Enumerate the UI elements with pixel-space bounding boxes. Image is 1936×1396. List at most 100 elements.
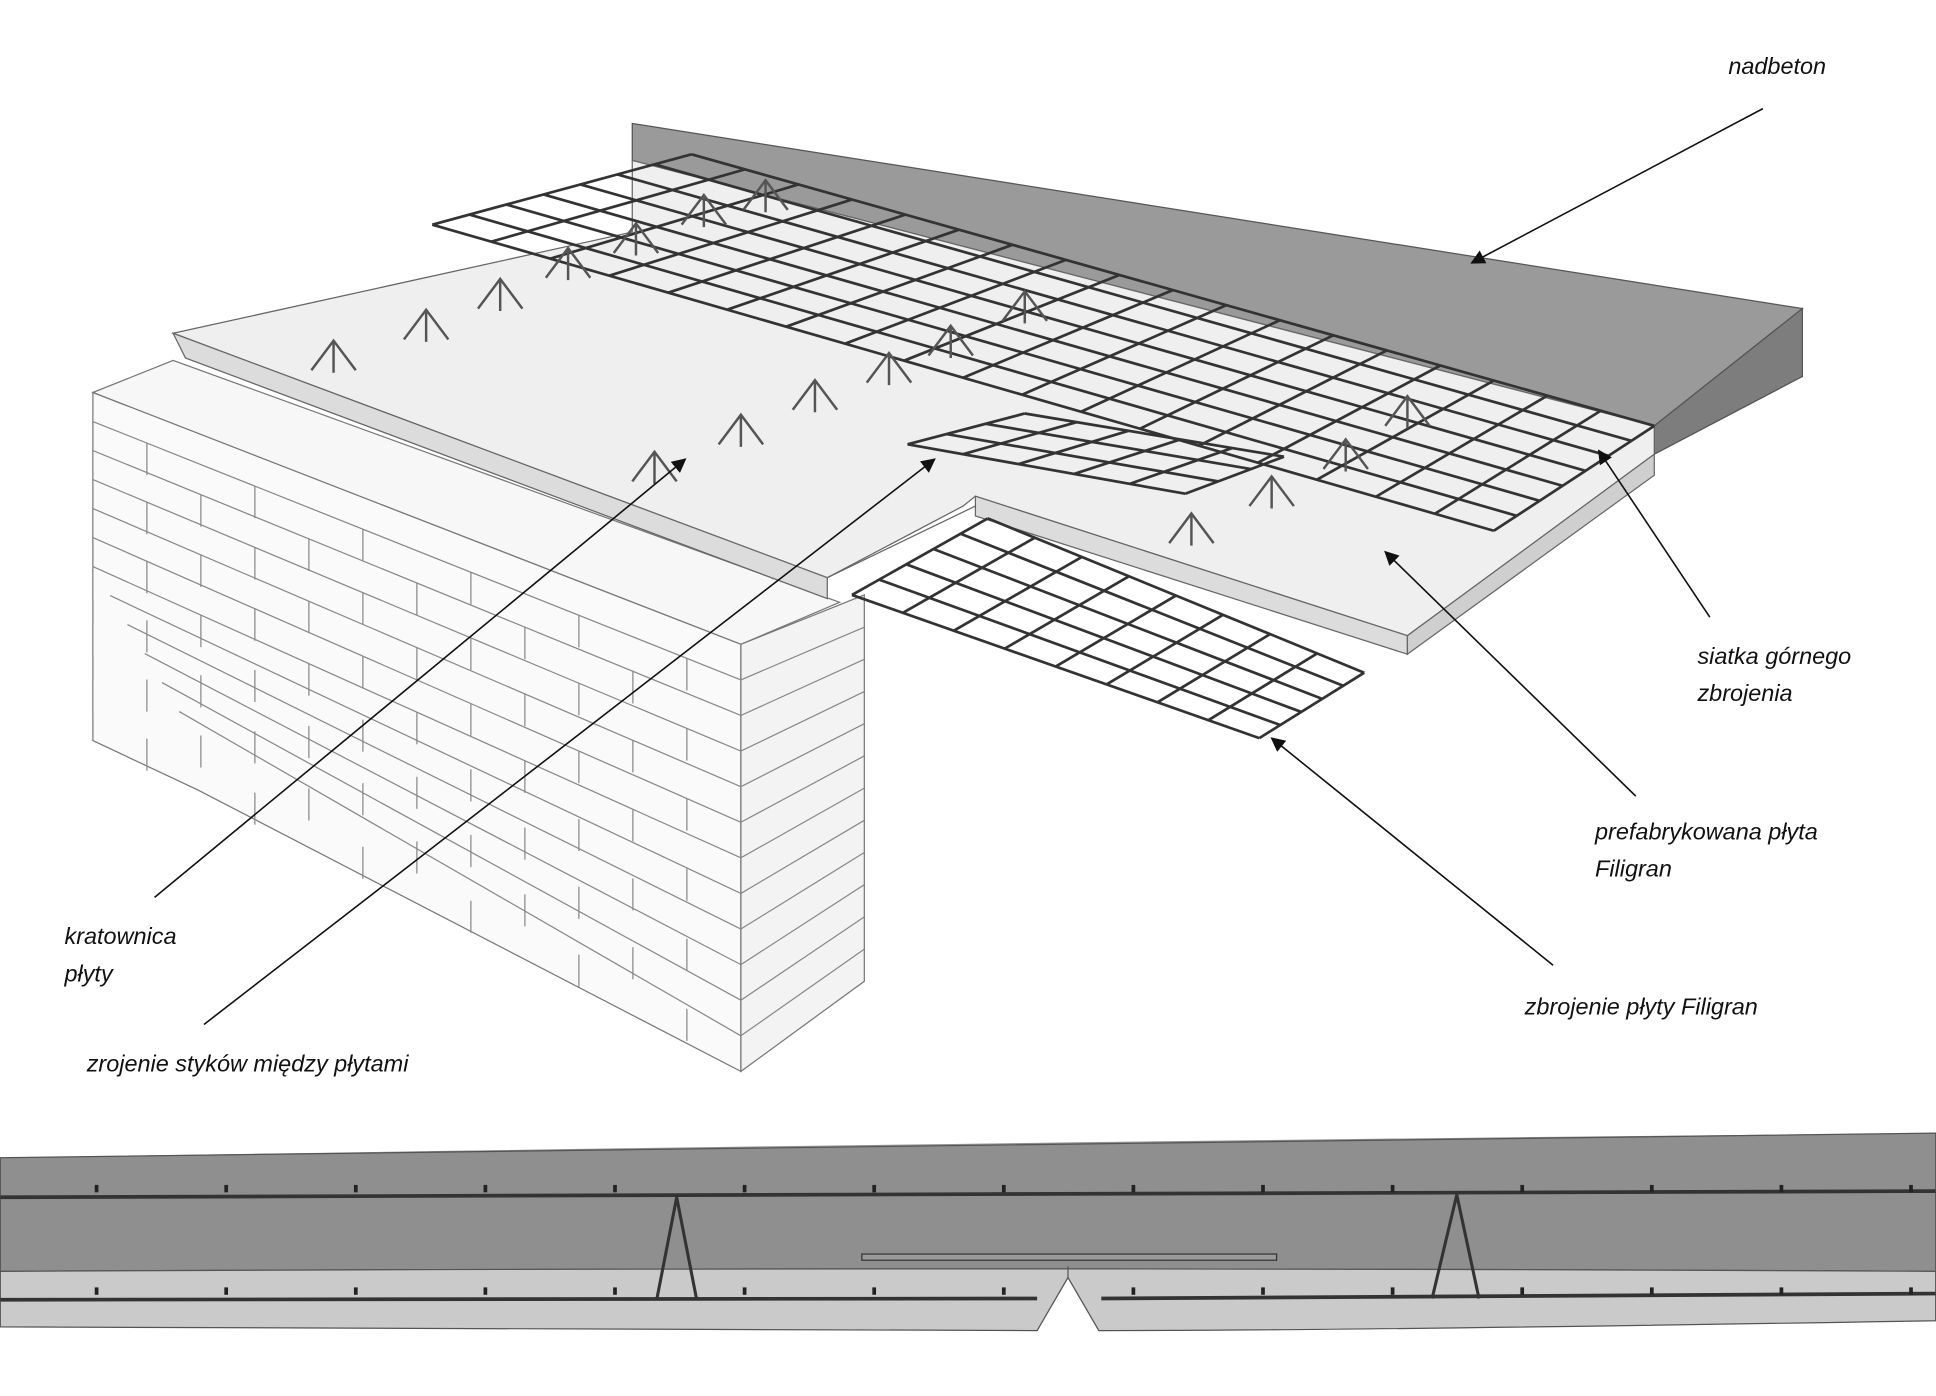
mesh-bar bbox=[905, 563, 1302, 714]
rebar-cross-section bbox=[1779, 1287, 1784, 1295]
mesh-bar bbox=[1258, 671, 1365, 740]
lattice-girder-mark bbox=[1001, 289, 1048, 324]
brick-course bbox=[109, 594, 742, 894]
rebar-cross-section bbox=[872, 1184, 877, 1193]
arrow-prefab bbox=[1384, 550, 1637, 797]
mesh-bar bbox=[903, 273, 1120, 362]
lattice-girder-mark bbox=[742, 178, 789, 213]
lattice-girders bbox=[310, 178, 1431, 546]
lattice-girder-mark bbox=[476, 276, 524, 312]
mesh-bar bbox=[1375, 394, 1548, 498]
mesh-bar bbox=[1073, 438, 1181, 476]
lattice-girder-mark bbox=[402, 307, 450, 342]
brick-course bbox=[740, 658, 865, 717]
mesh-bar bbox=[985, 422, 1252, 471]
arrow-zbrojenie bbox=[1270, 737, 1554, 966]
brick-course bbox=[740, 916, 865, 1001]
rebar-cross-section bbox=[1390, 1184, 1395, 1193]
mesh-bar bbox=[654, 163, 1632, 443]
label-prefab-1: prefabrykowana płyta bbox=[1594, 818, 1818, 844]
rebar-cross-section bbox=[224, 1287, 229, 1295]
rebar-cross-section bbox=[1649, 1184, 1654, 1193]
lattice-girder-mark bbox=[1248, 474, 1295, 509]
brick-course bbox=[127, 624, 742, 930]
rebar-cross-section bbox=[353, 1287, 358, 1295]
arrow-styki bbox=[203, 458, 936, 1026]
brick-wall bbox=[91, 359, 865, 1073]
mesh-bar bbox=[962, 288, 1174, 379]
arrow-nadbeton bbox=[1470, 107, 1764, 264]
mesh-bar bbox=[617, 173, 1609, 458]
mesh-bar bbox=[549, 183, 799, 260]
reinforcement-meshes bbox=[431, 152, 1656, 740]
mesh-bar bbox=[851, 593, 1260, 740]
brick-course bbox=[740, 787, 865, 859]
rebar-cross-section bbox=[1649, 1287, 1654, 1295]
label-kratownica-1: kratownica bbox=[64, 923, 176, 949]
mesh-bar bbox=[946, 432, 1219, 483]
lattice-girder-mark bbox=[865, 350, 913, 386]
rebar-cross-section bbox=[1390, 1287, 1395, 1295]
brick-course bbox=[740, 626, 865, 681]
lattice-girder-mark bbox=[717, 412, 765, 447]
mesh-bar bbox=[987, 517, 1365, 674]
mesh-bar bbox=[1156, 632, 1271, 704]
mesh-bar bbox=[960, 532, 1344, 688]
mesh-bar bbox=[962, 420, 1077, 456]
mesh-bar bbox=[691, 152, 1655, 428]
rebar-cross-section bbox=[1131, 1184, 1136, 1193]
brick-course bbox=[740, 884, 865, 966]
rebar-cross-section bbox=[94, 1287, 99, 1295]
mesh-bar bbox=[1018, 429, 1129, 466]
label-kratownica-2: płyty bbox=[63, 960, 113, 986]
mesh-bar bbox=[1434, 409, 1602, 515]
lattice-girder-mark bbox=[927, 323, 974, 358]
mesh-bar bbox=[505, 203, 1541, 503]
label-styki: zrojenie styków między płytami bbox=[86, 1050, 410, 1076]
lattice-girder-mark bbox=[680, 192, 728, 228]
lattice-girder-mark bbox=[310, 338, 357, 373]
rebar-cross-section bbox=[1001, 1184, 1006, 1193]
brick-course bbox=[144, 653, 742, 966]
mesh-bar bbox=[1493, 424, 1656, 532]
mesh-bar bbox=[785, 243, 1013, 328]
rebar-cross-section bbox=[1131, 1287, 1136, 1295]
brick-course bbox=[92, 478, 742, 752]
rebar-cross-section bbox=[742, 1184, 747, 1193]
mesh-bar bbox=[1207, 652, 1318, 722]
cross-section bbox=[0, 1132, 1936, 1332]
mesh-bar bbox=[851, 517, 989, 597]
lattice-girder-mark bbox=[612, 221, 660, 256]
mesh-bar bbox=[1080, 319, 1281, 413]
brick-course bbox=[740, 755, 865, 823]
rebar-cross-section bbox=[1520, 1184, 1525, 1193]
mesh-bar bbox=[543, 193, 1563, 488]
brick-course bbox=[740, 819, 865, 894]
rebar-cross-section bbox=[1909, 1184, 1913, 1193]
mesh-bar bbox=[490, 168, 746, 243]
label-siatka-1: siatka górnego bbox=[1697, 643, 1851, 669]
mesh-bar bbox=[1021, 303, 1227, 396]
mesh-bar bbox=[1184, 455, 1285, 495]
mesh-bar bbox=[1139, 334, 1334, 430]
mesh-bar bbox=[431, 223, 1495, 533]
label-zbrojenie: zbrojenie płyty Filigran bbox=[1524, 994, 1758, 1020]
mesh-bar bbox=[932, 547, 1323, 701]
brick-course bbox=[740, 948, 865, 1037]
arrow-kratownica bbox=[154, 458, 687, 898]
rebar-cross-section bbox=[483, 1287, 488, 1295]
lattice-girder-mark bbox=[1384, 394, 1431, 429]
rebar-cross-section bbox=[613, 1184, 617, 1193]
rebar-cross-section bbox=[1909, 1287, 1913, 1295]
label-prefab-2: Filigran bbox=[1595, 855, 1672, 881]
mesh-bar bbox=[431, 152, 692, 226]
rebar-cross-section bbox=[224, 1184, 229, 1193]
mesh-bar bbox=[902, 536, 1036, 615]
rebar-cross-section bbox=[613, 1287, 617, 1295]
rebar-cross-section bbox=[1779, 1184, 1784, 1193]
mesh-bar bbox=[468, 213, 1518, 518]
mesh-bar bbox=[907, 443, 1186, 496]
lattice-girder-mark bbox=[1322, 437, 1369, 472]
mesh-bar bbox=[1105, 613, 1224, 686]
